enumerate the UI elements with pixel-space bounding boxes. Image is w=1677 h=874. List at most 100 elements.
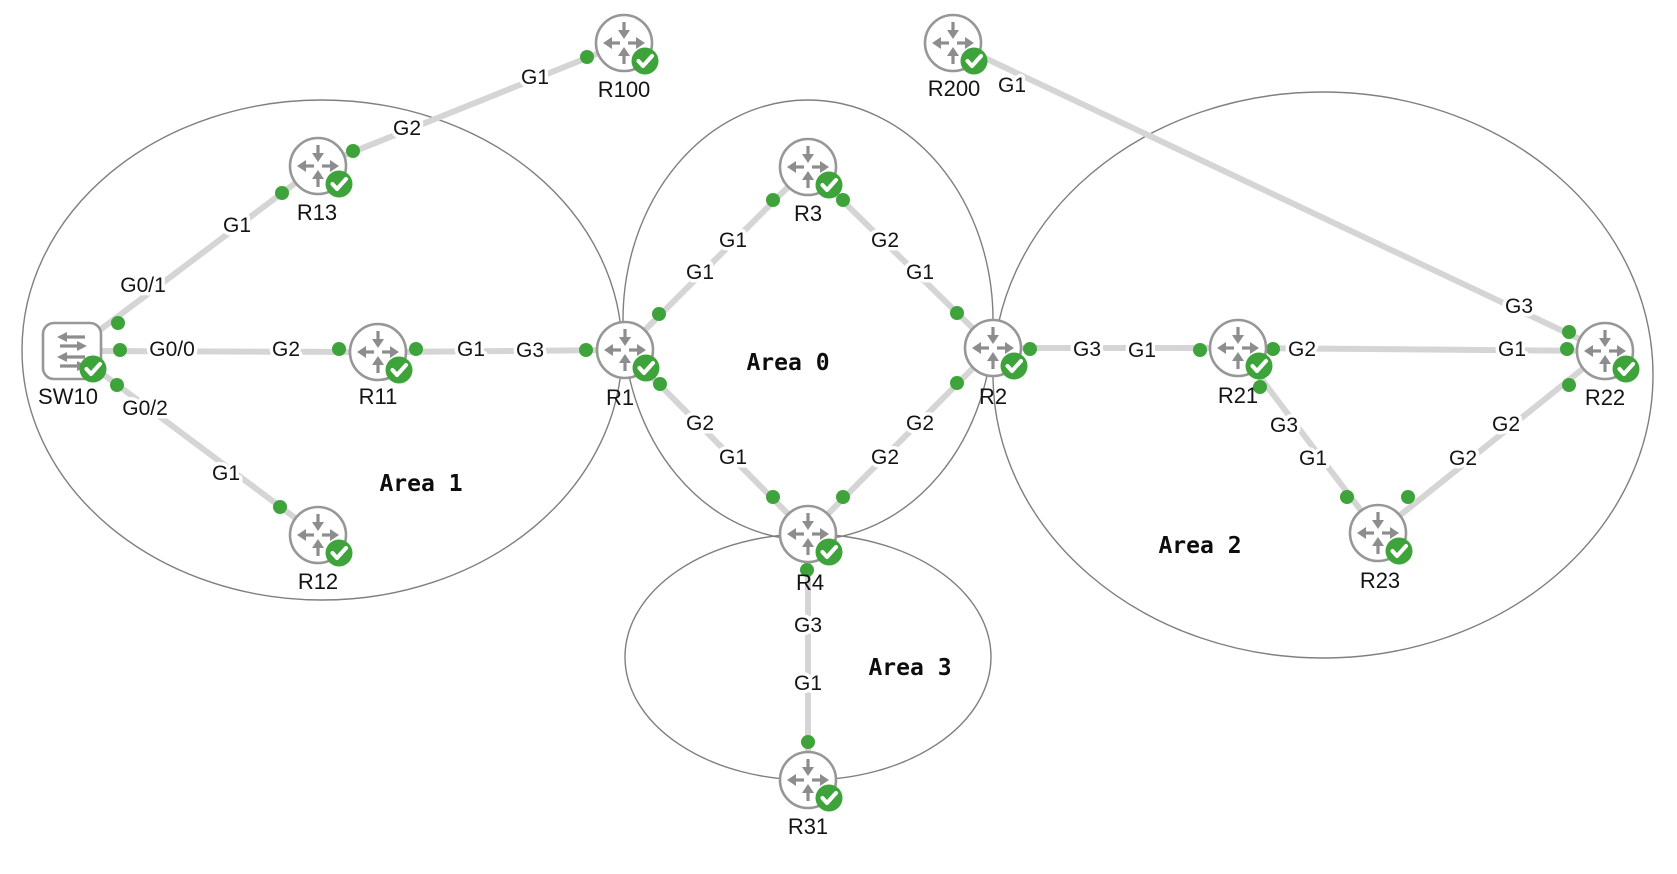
port-label-r11-r1-0[interactable]: G1: [453, 335, 488, 365]
port-label-sw10-r13-1[interactable]: G1: [219, 211, 254, 241]
node-R23[interactable]: [1348, 503, 1413, 565]
node-R100[interactable]: [594, 13, 659, 75]
node-SW10[interactable]: [41, 321, 107, 383]
port-label-r1-r3-1[interactable]: G1: [715, 226, 750, 256]
node-label-R4[interactable]: R4: [796, 570, 824, 595]
area-label-area-3[interactable]: Area 3: [868, 655, 951, 681]
port-label-r21-r22-0[interactable]: G2: [1284, 335, 1319, 365]
link-r21-r22[interactable]: [1235, 345, 1608, 354]
node-R200[interactable]: [923, 13, 988, 75]
link-status-dot: [836, 490, 850, 504]
check-icon: [820, 545, 838, 559]
check-icon: [820, 791, 838, 805]
node-label-SW10[interactable]: SW10: [38, 384, 98, 409]
port-label-r4-r31-0[interactable]: G3: [790, 611, 825, 641]
link-status-dot: [801, 735, 815, 749]
check-icon: [84, 362, 102, 376]
port-label-r2-r21-0[interactable]: G3: [1069, 335, 1104, 365]
link-r13-r100[interactable]: [315, 40, 627, 169]
node-label-R3[interactable]: R3: [794, 201, 822, 226]
node-R4[interactable]: [778, 504, 843, 566]
check-icon: [330, 546, 348, 560]
node-label-R22[interactable]: R22: [1585, 385, 1625, 410]
node-label-R200[interactable]: R200: [928, 76, 981, 101]
port-label-r200-r22-0[interactable]: G1: [994, 71, 1029, 101]
status-started-badge: [325, 539, 353, 567]
node-label-R100[interactable]: R100: [598, 77, 651, 102]
port-label-sw10-r12-1[interactable]: G1: [208, 459, 243, 489]
node-label-R23[interactable]: R23: [1360, 568, 1400, 593]
port-label-sw10-r13-0[interactable]: G0/1: [117, 271, 170, 301]
check-icon: [1005, 359, 1023, 373]
status-started-badge: [815, 538, 843, 566]
nodes-layer: [41, 13, 1640, 812]
node-label-R31[interactable]: R31: [788, 814, 828, 839]
area-label-area-0[interactable]: Area 0: [746, 350, 829, 376]
port-label-r11-r1-1[interactable]: G3: [512, 336, 547, 366]
status-started-badge: [815, 171, 843, 199]
node-label-R1[interactable]: R1: [606, 385, 634, 410]
link-status-dot: [409, 342, 423, 356]
link-r200-r22[interactable]: [950, 40, 1608, 354]
port-label-sw10-r11-1[interactable]: G2: [268, 335, 303, 365]
port-label-r3-r2-0[interactable]: G2: [867, 226, 902, 256]
check-icon: [965, 54, 983, 68]
check-icon: [637, 361, 655, 375]
port-label-r3-r2-1[interactable]: G1: [902, 258, 937, 288]
link-status-dot: [1266, 342, 1280, 356]
port-label-r13-r100-1[interactable]: G1: [517, 63, 552, 93]
port-label-sw10-r12-0[interactable]: G0/2: [119, 394, 172, 424]
status-started-badge: [79, 355, 107, 383]
node-R3[interactable]: [778, 137, 843, 199]
area-ellipse-area-2[interactable]: [992, 91, 1654, 659]
port-label-r22-r23-0[interactable]: G2: [1488, 410, 1523, 440]
port-label-r21-r23-1[interactable]: G1: [1295, 444, 1330, 474]
link-r2-r4[interactable]: [805, 345, 996, 537]
status-started-badge: [1612, 355, 1640, 383]
node-R13[interactable]: [288, 136, 353, 198]
node-label-R12[interactable]: R12: [298, 569, 338, 594]
link-status-dot: [766, 490, 780, 504]
node-R22[interactable]: [1575, 321, 1640, 383]
port-label-r2-r4-0[interactable]: G2: [902, 409, 937, 439]
link-status-dot: [1562, 378, 1576, 392]
port-label-r1-r4-1[interactable]: G1: [715, 443, 750, 473]
port-label-r200-r22-1[interactable]: G3: [1501, 292, 1536, 322]
port-label-r21-r23-0[interactable]: G3: [1266, 411, 1301, 441]
link-r1-r3[interactable]: [622, 164, 811, 353]
node-label-R2[interactable]: R2: [979, 384, 1007, 409]
node-R12[interactable]: [288, 505, 353, 567]
link-status-dot: [766, 193, 780, 207]
node-R1[interactable]: [595, 320, 660, 382]
node-label-R21[interactable]: R21: [1218, 383, 1258, 408]
port-label-r21-r22-1[interactable]: G1: [1494, 335, 1529, 365]
status-started-badge: [325, 170, 353, 198]
link-status-dot: [1340, 490, 1354, 504]
node-R2[interactable]: [963, 318, 1028, 380]
status-started-badge: [1245, 352, 1273, 380]
link-status-dot: [332, 342, 346, 356]
port-label-r4-r31-1[interactable]: G1: [790, 669, 825, 699]
area-label-area-1[interactable]: Area 1: [379, 471, 462, 497]
link-status-dots-layer: [110, 50, 1576, 749]
node-label-R11[interactable]: R11: [359, 384, 398, 409]
node-label-R13[interactable]: R13: [297, 200, 337, 225]
node-R11[interactable]: [348, 322, 413, 384]
area-label-area-2[interactable]: Area 2: [1158, 533, 1241, 559]
port-label-r2-r4-1[interactable]: G2: [867, 443, 902, 473]
port-label-sw10-r11-0[interactable]: G0/0: [146, 335, 199, 365]
port-label-r1-r4-0[interactable]: G2: [682, 409, 717, 439]
node-R31[interactable]: [778, 750, 843, 812]
link-status-dot: [580, 50, 594, 64]
port-label-r2-r21-1[interactable]: G1: [1124, 336, 1159, 366]
port-label-r22-r23-1[interactable]: G2: [1445, 444, 1480, 474]
status-started-badge: [632, 354, 660, 382]
link-status-dot: [1193, 343, 1207, 357]
node-R21[interactable]: [1208, 318, 1273, 380]
check-icon: [330, 177, 348, 191]
port-label-r13-r100-0[interactable]: G2: [389, 114, 424, 144]
port-label-r1-r3-0[interactable]: G1: [682, 258, 717, 288]
status-started-badge: [1000, 352, 1028, 380]
check-icon: [820, 178, 838, 192]
